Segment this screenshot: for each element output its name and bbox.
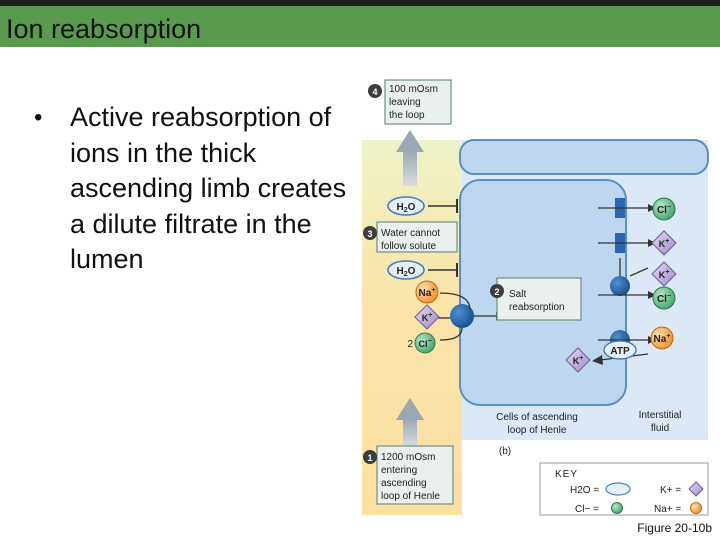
key-h2o-swatch — [605, 482, 631, 496]
interstitial-label-line-2: fluid — [651, 423, 669, 434]
key-k-label: K+ = — [660, 485, 681, 496]
upward-flow-arrow-bottom — [396, 398, 424, 448]
step-1-line-4: loop of Henle — [381, 491, 440, 502]
step-1-line-2: entering — [381, 465, 417, 476]
legend-key: KEY H2O = K+ = Cl− = Na+ = — [539, 462, 709, 516]
step-1-number: 1 — [367, 453, 372, 463]
svg-text:K+: K+ — [422, 312, 433, 323]
na-ion-interstitial: Na+ — [650, 326, 674, 350]
nkcc-cotransporter — [450, 304, 474, 328]
key-k-swatch — [688, 481, 704, 497]
cells-label-line-1: Cells of ascending — [496, 412, 578, 423]
cells-label-line-2: loop of Henle — [508, 425, 567, 436]
key-h2o-label: H2O = — [570, 485, 599, 496]
step-4-line-1: 100 mOsm — [389, 84, 438, 95]
step-2-line-1: Salt — [509, 289, 526, 300]
step-3-box: 3 Water cannot follow solute — [363, 221, 458, 253]
step-4-line-2: leaving — [389, 97, 421, 108]
key-cl-swatch — [611, 502, 623, 514]
svg-text:K+: K+ — [659, 269, 670, 280]
step-2-number: 2 — [494, 287, 499, 297]
step-3-line-1: Water cannot — [381, 228, 440, 239]
figure-caption: Figure 20-10b — [637, 521, 712, 535]
k-ion-cell: K+ — [565, 347, 591, 373]
svg-text:H2O: H2O — [397, 266, 416, 278]
water-molecule-top: H2O — [387, 196, 458, 216]
kcl-cotransporter — [610, 276, 630, 296]
step-3-line-2: follow solute — [381, 241, 436, 252]
interstitial-label-line-1: Interstitial — [639, 410, 682, 421]
atp-label: ATP — [610, 346, 630, 357]
atp-molecule — [603, 340, 637, 360]
panel-label: (b) — [499, 446, 511, 457]
step-4-line-3: the loop — [389, 110, 425, 121]
slide-title: Ion reabsorption — [6, 14, 202, 44]
step-2-line-2: reabsorption — [509, 302, 565, 313]
upper-cell — [459, 139, 709, 175]
svg-text:Na+: Na+ — [419, 287, 436, 299]
svg-text:H2O: H2O — [397, 202, 416, 214]
k-ion-lumen: K+ — [414, 304, 440, 330]
na-ion-lumen: Na+ — [415, 280, 439, 304]
key-cl-label: Cl− = — [575, 504, 599, 515]
svg-text:K+: K+ — [573, 355, 584, 366]
two-cl-ions-lumen: 2 Cl− — [407, 332, 436, 354]
step-1-line-3: ascending — [381, 478, 427, 489]
key-na-swatch — [690, 502, 702, 514]
svg-text:Cl−: Cl− — [418, 338, 431, 349]
cl-ion-interstitial-top: Cl− — [652, 197, 676, 221]
upward-flow-arrow-top — [396, 130, 424, 186]
svg-text:2: 2 — [407, 339, 413, 350]
bullet-dot-icon: • — [34, 104, 43, 131]
cl-ion-interstitial-middle: Cl− — [652, 286, 676, 310]
key-title: KEY — [555, 469, 578, 480]
svg-text:K+: K+ — [659, 238, 670, 249]
water-molecule-middle: H2O — [387, 260, 458, 280]
step-1-box: 1 1200 mOsm entering ascending loop of H… — [363, 445, 454, 505]
step-1-line-1: 1200 mOsm — [381, 452, 435, 463]
k-ion-interstitial-middle: K+ — [651, 261, 677, 287]
svg-text:Na+: Na+ — [654, 333, 671, 345]
step-4-box: 4 100 mOsm leaving the loop — [368, 79, 452, 125]
k-ion-interstitial-top: K+ — [651, 230, 677, 256]
step-4-number: 4 — [372, 87, 377, 97]
step-3-number: 3 — [367, 229, 372, 239]
bullet-text: Active reabsorption of ions in the thick… — [70, 102, 347, 274]
key-na-label: Na+ = — [654, 504, 681, 515]
cl-channel — [598, 198, 656, 218]
step-2-box: 2 Salt reabsorption — [490, 277, 582, 321]
title-bar: Ion reabsorption — [0, 0, 720, 47]
